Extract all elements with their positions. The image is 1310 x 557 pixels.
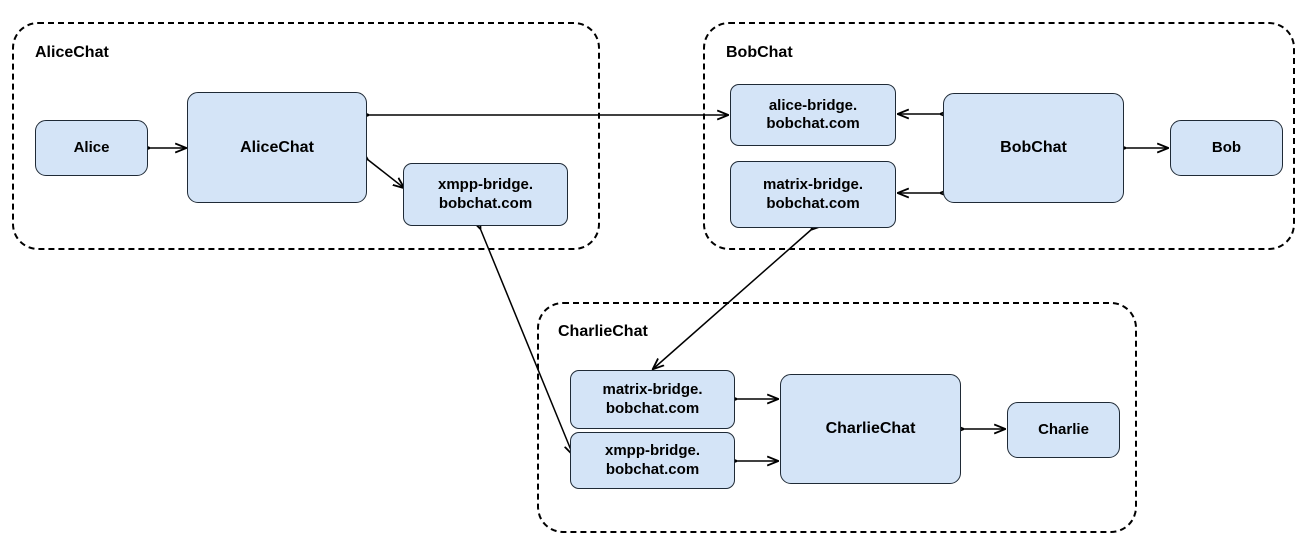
- node-alice-user[interactable]: Alice: [35, 120, 148, 176]
- group-bobchat: [703, 22, 1295, 250]
- node-charlie-user[interactable]: Charlie: [1007, 402, 1120, 458]
- node-bob-alice-bridge[interactable]: alice-bridge. bobchat.com: [730, 84, 896, 146]
- group-label-alicechat: AliceChat: [35, 44, 109, 61]
- node-charlie-xmpp-bridge[interactable]: xmpp-bridge. bobchat.com: [570, 432, 735, 489]
- node-bobchat-server[interactable]: BobChat: [943, 93, 1124, 203]
- group-label-bobchat: BobChat: [726, 44, 793, 61]
- node-alice-xmpp-bridge[interactable]: xmpp-bridge. bobchat.com: [403, 163, 568, 226]
- node-bob-user[interactable]: Bob: [1170, 120, 1283, 176]
- node-bob-matrix-bridge[interactable]: matrix-bridge. bobchat.com: [730, 161, 896, 228]
- node-alicechat-server[interactable]: AliceChat: [187, 92, 367, 203]
- node-charlie-matrix-bridge[interactable]: matrix-bridge. bobchat.com: [570, 370, 735, 429]
- group-label-charliechat: CharlieChat: [558, 323, 648, 340]
- group-alicechat: [12, 22, 600, 250]
- node-charliechat-server[interactable]: CharlieChat: [780, 374, 961, 484]
